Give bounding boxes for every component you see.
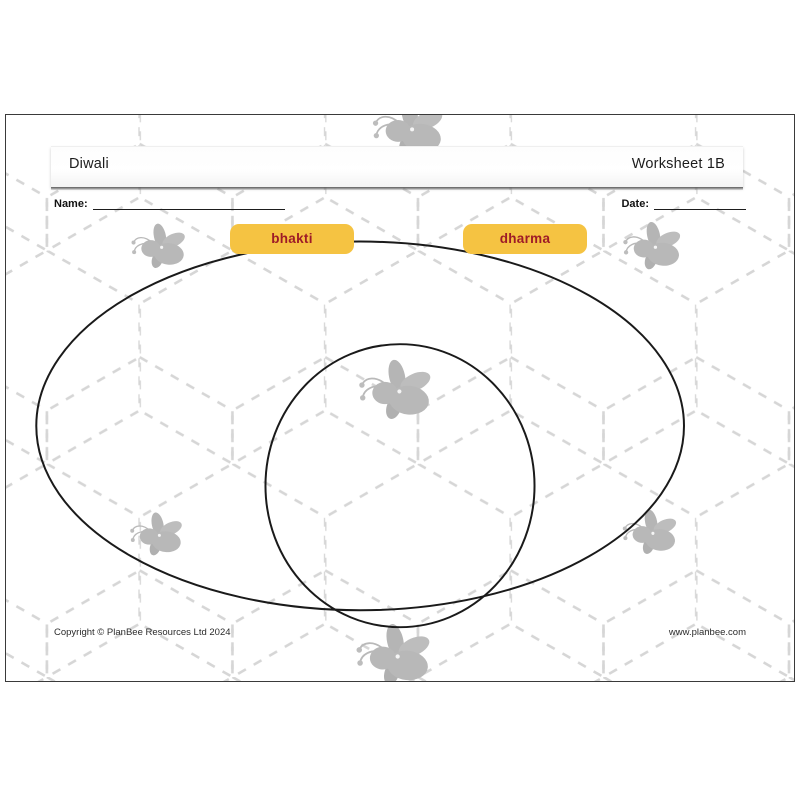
- bee-icon: [622, 220, 684, 272]
- date-field[interactable]: Date:: [621, 198, 746, 210]
- footer-copyright: Copyright © PlanBee Resources Ltd 2024: [54, 627, 231, 638]
- bee-icon: [129, 510, 185, 558]
- header-worksheet-number: Worksheet 1B: [631, 156, 725, 172]
- name-field-label: Name:: [54, 198, 88, 211]
- name-field[interactable]: Name:: [54, 198, 285, 210]
- worksheet-page: Diwali Worksheet 1B Name: Date: bhakti d…: [5, 114, 795, 682]
- bee-icon: [130, 221, 188, 271]
- name-field-line[interactable]: [92, 199, 285, 210]
- venn-right-ellipse: [264, 343, 536, 629]
- venn-label-bhakti: bhakti: [230, 224, 354, 254]
- date-field-label: Date:: [621, 198, 649, 211]
- date-field-line[interactable]: [654, 199, 746, 210]
- footer-website-url: www.planbee.com: [668, 627, 746, 638]
- venn-label-dharma: dharma: [463, 224, 587, 254]
- venn-left-ellipse: [35, 240, 685, 612]
- header-topic-title: Diwali: [69, 156, 109, 172]
- bee-icon: [355, 621, 434, 681]
- worksheet-header-bar: Diwali Worksheet 1B: [51, 146, 743, 190]
- bee-icon: [358, 357, 435, 422]
- bee-icon: [622, 507, 679, 557]
